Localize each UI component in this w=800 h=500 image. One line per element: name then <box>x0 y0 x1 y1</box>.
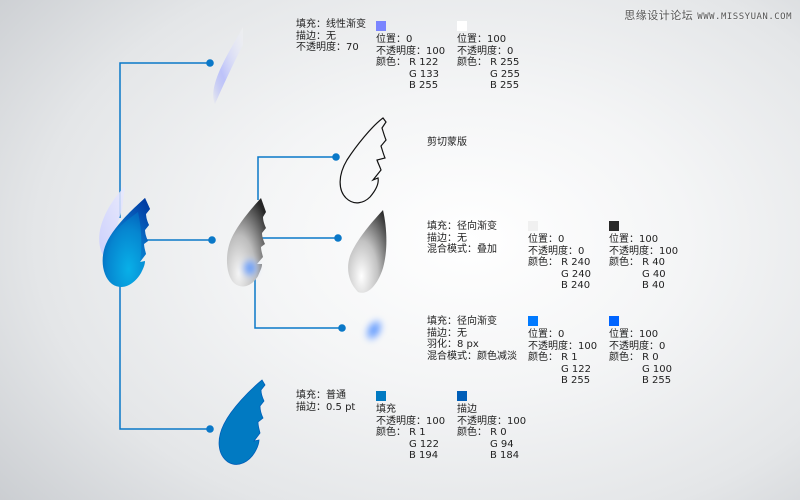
color-swatch <box>609 316 619 326</box>
swatch-color-g: G 94 <box>490 438 514 450</box>
stop-color-b: B 40 <box>642 280 665 291</box>
color-swatch <box>528 221 538 231</box>
feather-label: 羽化：8 px <box>427 339 479 350</box>
color-swatch <box>376 391 386 401</box>
stop-color-g: G 255 <box>490 68 521 80</box>
stroke-label: 描边：无 <box>296 30 336 42</box>
swatch-title: 描边 <box>457 404 477 415</box>
swatch-opacity: 不透明度：100 <box>457 415 527 427</box>
watermark-site-name: 思缘设计论坛 <box>624 9 694 22</box>
swatch-color-b: B 194 <box>409 450 439 461</box>
stop-color-r: 颜色： R 255 <box>457 57 520 68</box>
top-gradient-stop-0: 位置：0 不透明度：100 颜色： R 122 G 133 B 255 <box>376 21 445 92</box>
fill-type-label: 填充：径向渐变 <box>427 221 497 232</box>
stroke-label: 描边：无 <box>427 232 467 244</box>
swatch-color-g: G 122 <box>409 438 440 450</box>
stop-color-r: 颜色： R 122 <box>376 57 439 68</box>
stop-color-r: 颜色： R 40 <box>609 257 666 268</box>
swatch-opacity: 不透明度：100 <box>376 415 446 427</box>
stop-color-b: B 255 <box>642 375 672 386</box>
swatch-color-r: 颜色： R 1 <box>376 427 426 438</box>
watermark-url: WWW.MISSYUAN.COM <box>697 12 792 22</box>
stop-color-r: 颜色： R 240 <box>528 257 591 268</box>
stop-color-g: G 40 <box>642 268 666 280</box>
fill-type-label: 填充：普通 <box>296 390 346 401</box>
stop-opacity: 不透明度：100 <box>528 340 598 352</box>
final-blue-feather <box>99 186 150 287</box>
stop-position: 位置：100 <box>609 234 659 245</box>
stop-color-g: G 100 <box>642 363 673 375</box>
stop-opacity: 不透明度：0 <box>457 45 514 57</box>
dodge-gradient-shape <box>362 316 386 344</box>
stop-position: 位置：100 <box>609 329 659 340</box>
dodge-stop-100: 位置：100 不透明度：0 颜色： R 0 G 100 B 255 <box>609 316 672 387</box>
blend-mode-label: 混合模式：颜色减淡 <box>427 350 517 362</box>
stop-color-r: 颜色： R 1 <box>528 352 578 363</box>
base-fill-feather <box>218 379 266 465</box>
linear-gradient-shape <box>213 27 243 104</box>
stop-color-b: B 255 <box>409 80 439 91</box>
swatch-title: 填充 <box>376 404 396 415</box>
stop-opacity: 不透明度：100 <box>376 45 446 57</box>
stop-opacity: 不透明度：0 <box>609 340 666 352</box>
color-swatch <box>609 221 619 231</box>
combined-gray-feather <box>226 198 266 287</box>
connector-dots <box>206 59 346 433</box>
stop-opacity: 不透明度：0 <box>528 245 585 257</box>
stop-position: 位置：0 <box>528 329 565 340</box>
fill-type-label: 填充：径向渐变 <box>427 316 497 327</box>
stop-opacity: 不透明度：100 <box>609 245 679 257</box>
overlay-stop-0: 位置：0 不透明度：0 颜色： R 240 G 240 B 240 <box>528 221 591 292</box>
stop-color-b: B 255 <box>561 375 591 386</box>
color-swatch <box>457 391 467 401</box>
swatch-color-r: 颜色： R 0 <box>457 427 507 438</box>
stop-color-g: G 122 <box>561 363 592 375</box>
clipping-mask-label: 剪切蒙版 <box>427 137 467 148</box>
swatch-color-b: B 184 <box>490 450 520 461</box>
color-swatch <box>528 316 538 326</box>
stop-position: 位置：0 <box>376 34 413 45</box>
color-swatch <box>376 21 386 31</box>
base-fill-props: 填充：普通 描边：0.5 pt <box>296 390 355 413</box>
opacity-label: 不透明度：70 <box>296 42 359 53</box>
stop-color-g: G 240 <box>561 268 592 280</box>
overlay-gradient-shape <box>348 210 387 293</box>
top-gradient-stop-100: 位置：100 不透明度：0 颜色： R 255 G 255 B 255 <box>457 21 520 92</box>
top-gradient-props: 填充：线性渐变 描边：无 不透明度：70 <box>296 19 366 54</box>
stroke-label: 描边：无 <box>427 327 467 339</box>
stop-color-r: 颜色： R 0 <box>609 352 659 363</box>
color-swatch <box>457 21 467 31</box>
blend-mode-label: 混合模式：叠加 <box>427 244 497 255</box>
stop-position: 位置：0 <box>528 234 565 245</box>
stop-position: 位置：100 <box>457 34 507 45</box>
dodge-props: 填充：径向渐变 描边：无 羽化：8 px 混合模式：颜色减淡 <box>427 316 517 362</box>
stop-color-b: B 255 <box>490 80 520 91</box>
stop-color-b: B 240 <box>561 280 591 291</box>
base-stroke-color: 描边 不透明度：100 颜色： R 0 G 94 B 184 <box>457 391 526 462</box>
overlay-stop-100: 位置：100 不透明度：100 颜色： R 40 G 40 B 40 <box>609 221 678 292</box>
fill-type-label: 填充：线性渐变 <box>296 19 366 30</box>
stop-color-g: G 133 <box>409 68 440 80</box>
clipping-mask-outline <box>339 117 387 204</box>
base-fill-color: 填充 不透明度：100 颜色： R 1 G 122 B 194 <box>376 391 445 462</box>
stroke-label: 描边：0.5 pt <box>296 401 356 413</box>
dodge-stop-0: 位置：0 不透明度：100 颜色： R 1 G 122 B 255 <box>528 316 597 387</box>
overlay-props: 填充：径向渐变 描边：无 混合模式：叠加 <box>427 221 497 256</box>
